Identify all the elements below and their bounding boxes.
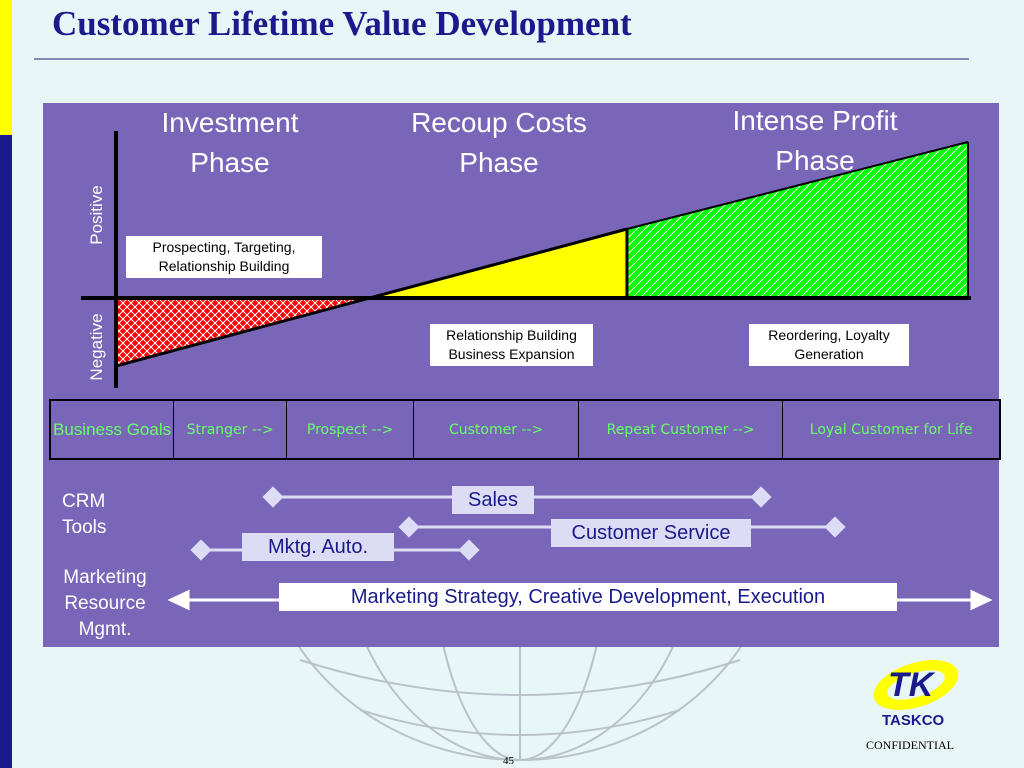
logo-mark: TK xyxy=(888,666,936,704)
value-curve xyxy=(81,131,971,388)
goal-repeat-customer: Repeat Customer --> xyxy=(578,399,784,460)
goal-customer: Customer --> xyxy=(413,399,580,460)
marketing-resource-bar: Marketing Strategy, Creative Development… xyxy=(279,583,897,611)
slide-title: Customer Lifetime Value Development xyxy=(52,4,632,43)
callout-recoup: Relationship Building Business Expansion xyxy=(430,324,593,366)
side-bar-accent xyxy=(0,0,12,135)
side-bar xyxy=(0,0,12,768)
title-rule xyxy=(34,58,969,60)
tool-sales: Sales xyxy=(452,486,534,514)
page-number: 45 xyxy=(503,755,514,767)
goal-loyal-customer: Loyal Customer for Life xyxy=(782,399,1001,460)
business-goals-row: Business Goals Stranger --> Prospect -->… xyxy=(49,399,1001,460)
taskco-logo: TK xyxy=(873,660,959,710)
business-goals-table: Business Goals Stranger --> Prospect -->… xyxy=(49,399,1002,460)
callout-investment: Prospecting, Targeting, Relationship Bui… xyxy=(126,236,322,278)
crm-tool-bars xyxy=(167,486,993,611)
profit-area xyxy=(627,142,968,298)
logo-name: TASKCO xyxy=(882,712,945,729)
confidential-label: CONFIDENTIAL xyxy=(866,738,954,752)
tool-mktg-auto: Mktg. Auto. xyxy=(242,533,394,561)
tool-customer-service: Customer Service xyxy=(551,519,751,547)
goal-stranger: Stranger --> xyxy=(173,399,288,460)
goal-prospect: Prospect --> xyxy=(286,399,415,460)
business-goals-header: Business Goals xyxy=(49,399,175,460)
callout-profit: Reordering, Loyalty Generation xyxy=(749,324,909,366)
